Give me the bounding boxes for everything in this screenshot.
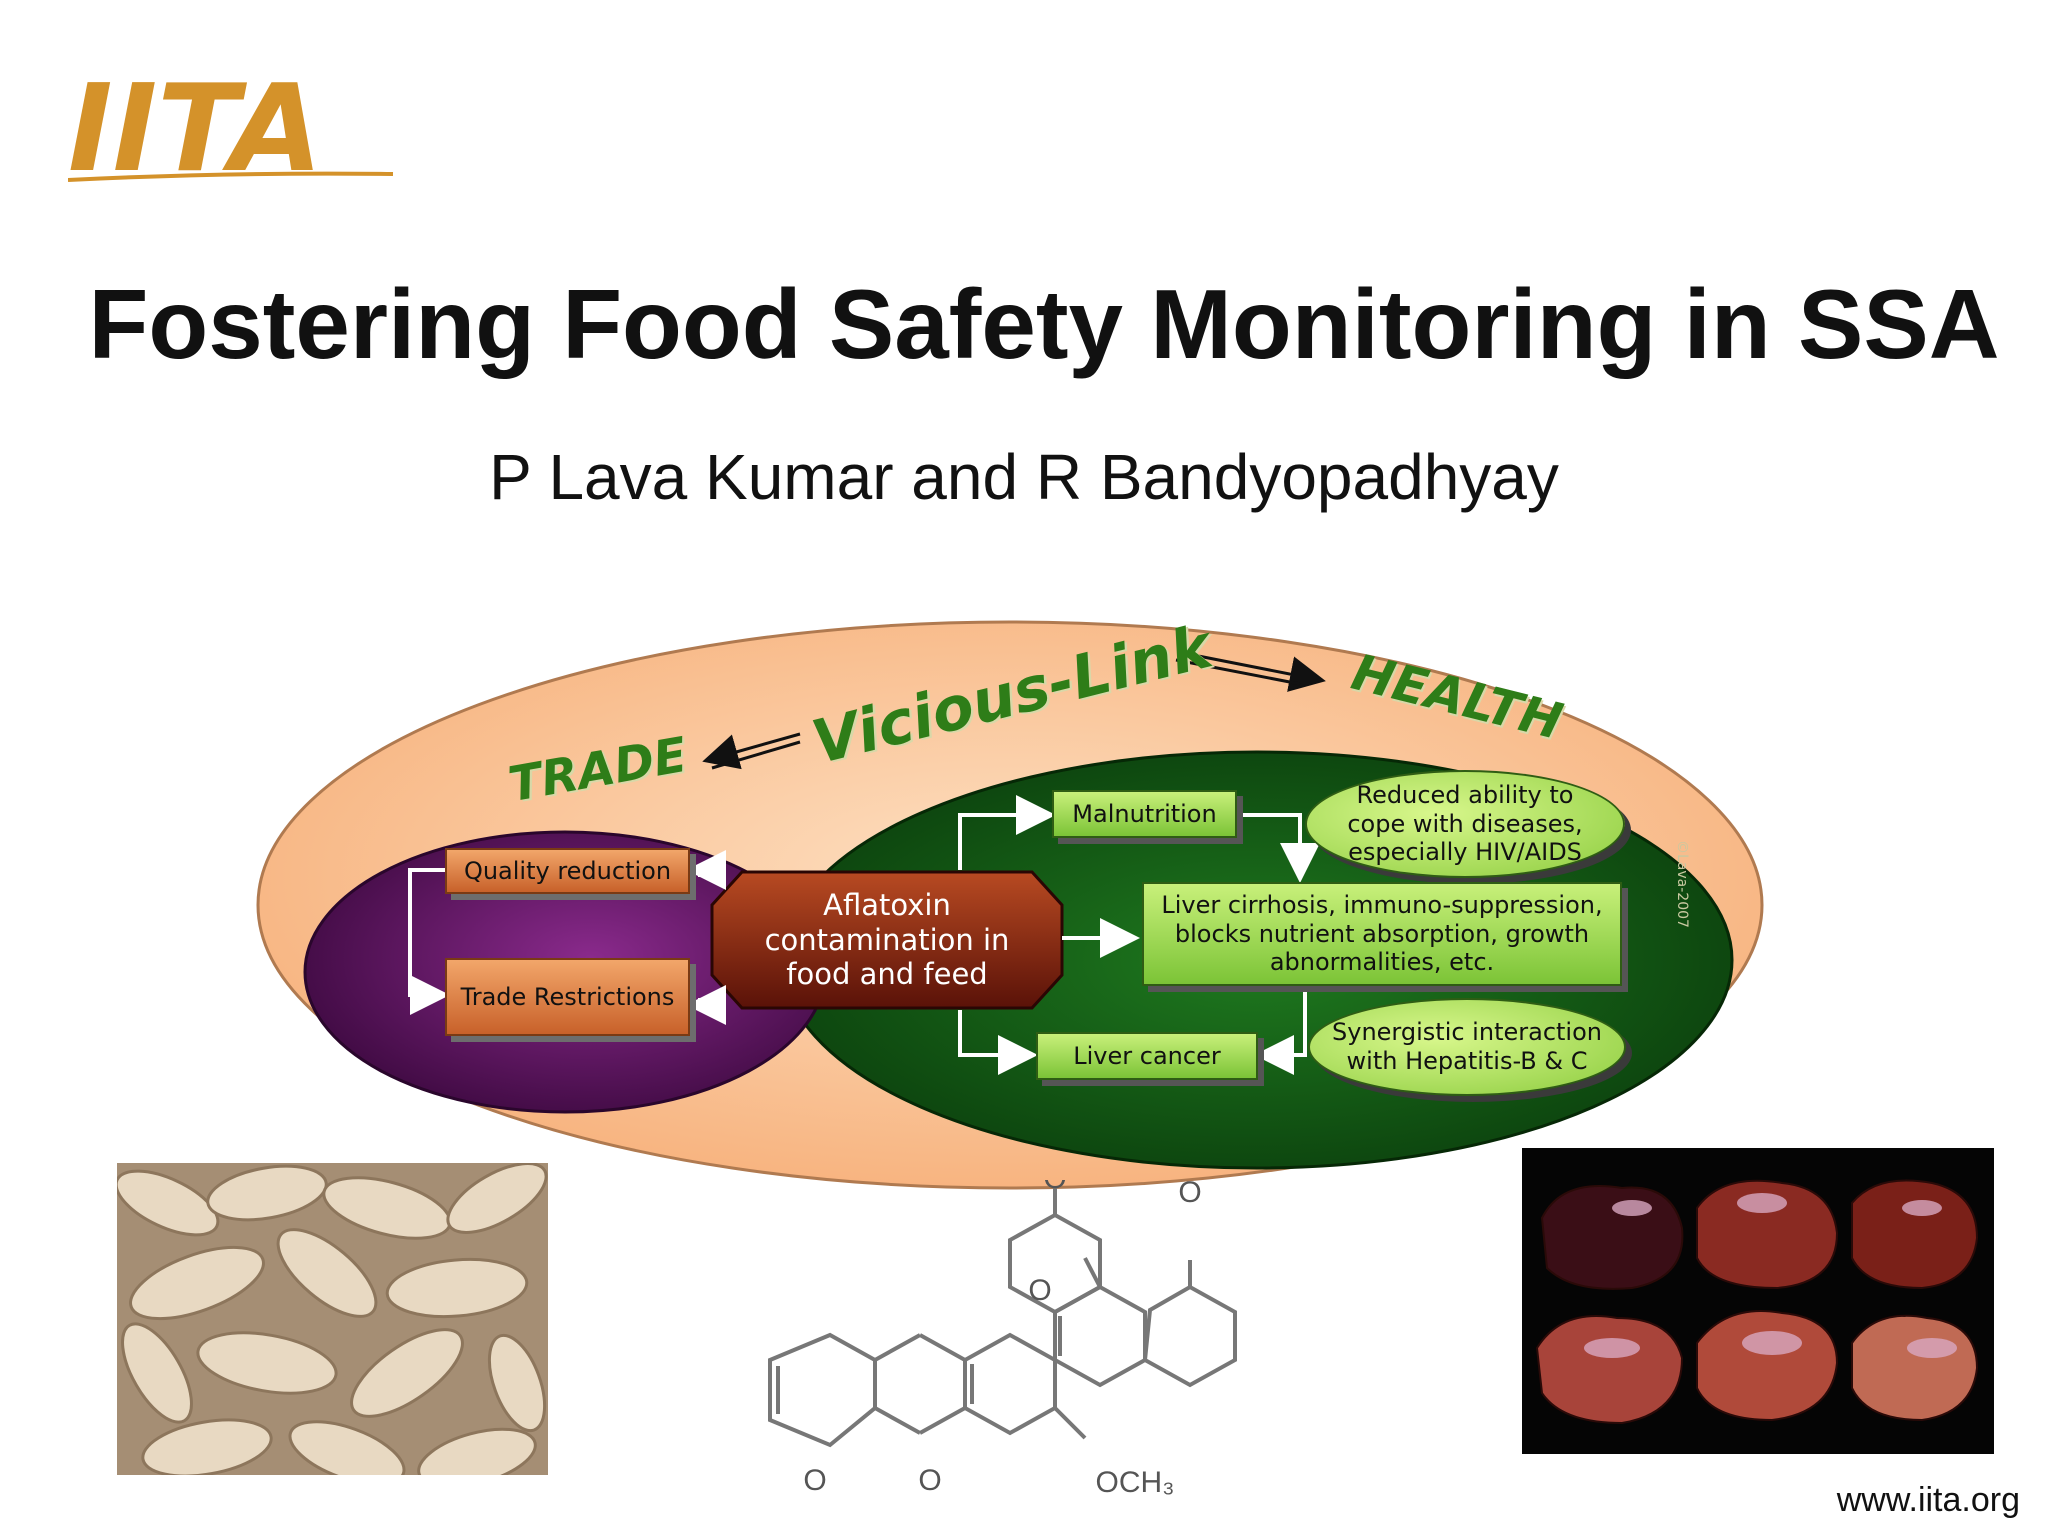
atom-o2: O <box>1178 1180 1201 1209</box>
footer-url[interactable]: www.iita.org <box>1836 1481 2020 1519</box>
authors: P Lava Kumar and R Bandyopadhyay <box>489 441 1559 513</box>
aflatoxin-structure: O O O O O OCH₃ <box>740 1162 1260 1520</box>
liver-cancer-box: Liver cancer <box>1036 1032 1258 1080</box>
reduced-ability-oval: Reduced ability to cope with diseases, e… <box>1305 770 1625 878</box>
liver-cirrhosis-box: Liver cirrhosis, immuno-suppression, blo… <box>1142 882 1622 986</box>
trade-restrictions-box: Trade Restrictions <box>445 958 690 1036</box>
molecule-drawing: O O O O O OCH₃ <box>768 1162 1237 1499</box>
atom-o4: O <box>918 1464 941 1497</box>
copyright-note: ©Lava-2007 <box>1674 840 1690 928</box>
atom-o1: O <box>1043 1180 1066 1195</box>
quality-reduction-box: Quality reduction <box>445 848 690 894</box>
page-title: Fostering Food Safety Monitoring in SSA <box>88 269 2000 379</box>
atom-o5: O <box>803 1464 826 1497</box>
livers-photo <box>1522 1148 1994 1454</box>
synergistic-oval: Synergistic interaction with Hepatitis-B… <box>1308 998 1626 1096</box>
atom-och3: OCH₃ <box>1096 1466 1175 1499</box>
iita-logo: IITA <box>67 52 398 199</box>
logo-swoosh-icon: IITA <box>67 60 394 199</box>
malnutrition-box: Malnutrition <box>1052 790 1237 838</box>
maize-cobs-photo <box>117 1163 548 1475</box>
center-box-text: Aflatoxin contamination in food and feed <box>764 887 1010 992</box>
center-octagon <box>710 870 1064 1010</box>
atom-o3: O <box>1028 1274 1051 1307</box>
